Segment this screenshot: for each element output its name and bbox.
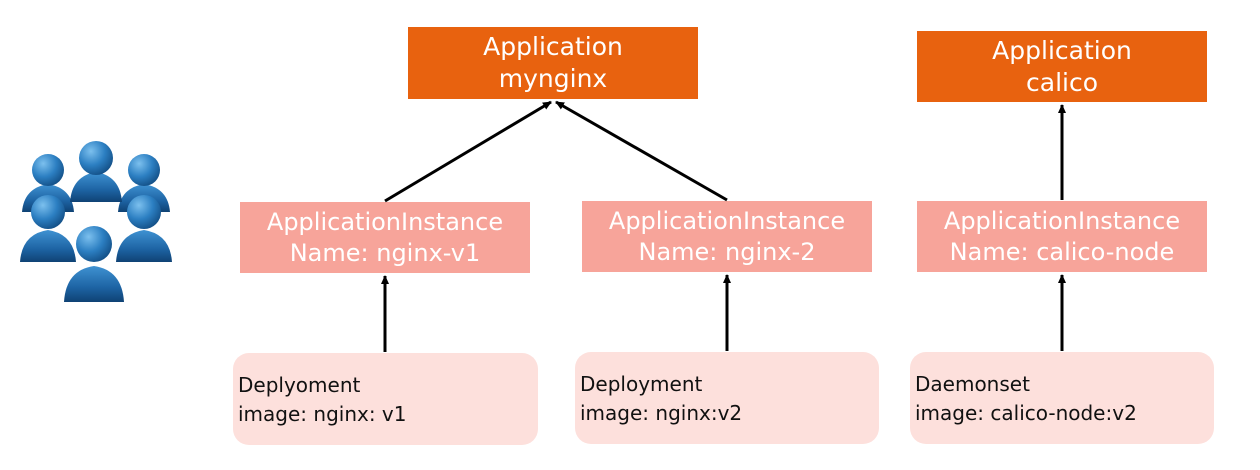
workload-deplyoment-nginx-v1: Deplyoment image: nginx: v1 xyxy=(233,353,538,445)
workload-image: image: nginx: v1 xyxy=(238,402,407,426)
instance-name: Name: nginx-v1 xyxy=(289,238,481,267)
instance-nginx-2: ApplicationInstance Name: nginx-2 xyxy=(582,201,872,272)
application-label: Application xyxy=(992,35,1132,65)
workload-kind: Deplyoment xyxy=(238,373,361,397)
workload-image: image: nginx:v2 xyxy=(580,401,743,425)
arrow-instance-v1-to-mynginx xyxy=(384,100,552,203)
application-name: calico xyxy=(1026,67,1098,97)
application-calico: Application calico xyxy=(917,31,1207,102)
instance-label: ApplicationInstance xyxy=(266,207,504,236)
application-name: mynginx xyxy=(498,64,608,93)
application-label: Application xyxy=(483,32,623,61)
instance-label: ApplicationInstance xyxy=(943,206,1181,235)
application-mynginx: Application mynginx xyxy=(408,27,698,99)
instance-nginx-v1: ApplicationInstance Name: nginx-v1 xyxy=(240,202,530,273)
instance-label: ApplicationInstance xyxy=(608,206,846,235)
users-group-icon xyxy=(20,141,172,302)
arrow-instance-2-to-mynginx xyxy=(555,100,728,202)
instance-calico-node: ApplicationInstance Name: calico-node xyxy=(917,201,1207,272)
workload-deployment-nginx-v2: Deployment image: nginx:v2 xyxy=(575,352,879,444)
instance-name: Name: calico-node xyxy=(949,237,1175,266)
workload-daemonset-calico-node: Daemonset image: calico-node:v2 xyxy=(910,352,1214,444)
instance-name: Name: nginx-2 xyxy=(638,237,816,266)
workload-kind: Daemonset xyxy=(915,372,1030,396)
workload-kind: Deployment xyxy=(580,372,703,396)
workload-image: image: calico-node:v2 xyxy=(915,401,1137,425)
